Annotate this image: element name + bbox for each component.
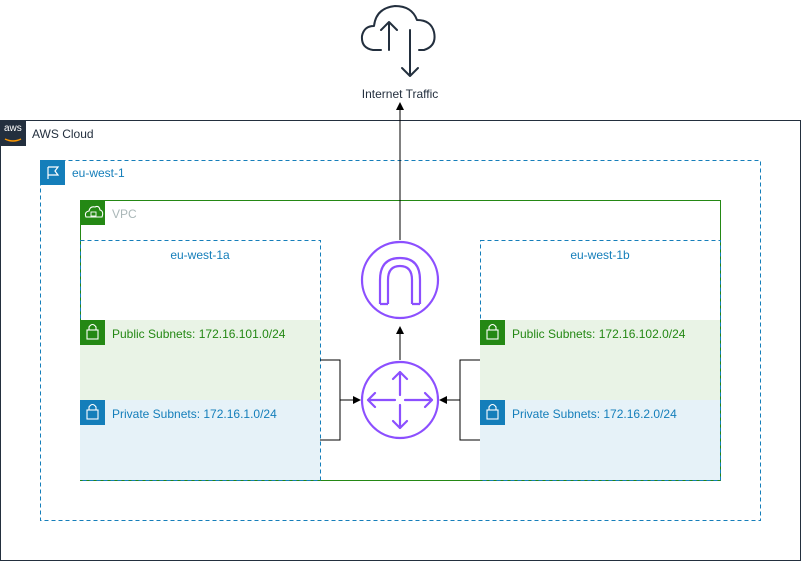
az-b-private-subnet-label: Private Subnets: 172.16.2.0/24 — [512, 407, 677, 421]
aws-cloud-label: AWS Cloud — [32, 127, 94, 141]
az-a-public-subnet-label: Public Subnets: 172.16.101.0/24 — [112, 327, 286, 341]
az-b-public-subnet-label: Public Subnets: 172.16.102.0/24 — [512, 327, 686, 341]
region-label: eu-west-1 — [72, 166, 125, 180]
router-icon — [360, 360, 440, 440]
az-a-to-router-line — [320, 359, 360, 441]
aws-logo-text: aws — [4, 123, 22, 134]
vpc-label: VPC — [112, 207, 137, 221]
private-subnet-lock-icon — [480, 400, 505, 425]
az-a-label: eu-west-1a — [170, 248, 230, 262]
az-b-label: eu-west-1b — [570, 248, 630, 262]
private-subnet-lock-icon — [80, 400, 105, 425]
az-b-private-subnet-area — [480, 400, 720, 480]
az-a-private-subnet-label: Private Subnets: 172.16.1.0/24 — [112, 407, 277, 421]
public-subnet-lock-icon — [80, 320, 105, 345]
az-a-public-subnet-area — [80, 320, 320, 400]
cloud-upload-download-icon — [360, 5, 436, 77]
internet-traffic-label: Internet Traffic — [361, 87, 439, 101]
aws-logo-icon — [0, 120, 26, 146]
public-subnet-lock-icon — [480, 320, 505, 345]
az-b-public-subnet-area — [480, 320, 720, 400]
internet-gateway-icon — [360, 240, 440, 320]
az-a-private-subnet-area — [80, 400, 320, 480]
vpc-vpc-cloud-lock-icon — [80, 200, 105, 225]
region-flag-icon — [40, 160, 65, 185]
az-b-to-router-line — [440, 359, 480, 441]
